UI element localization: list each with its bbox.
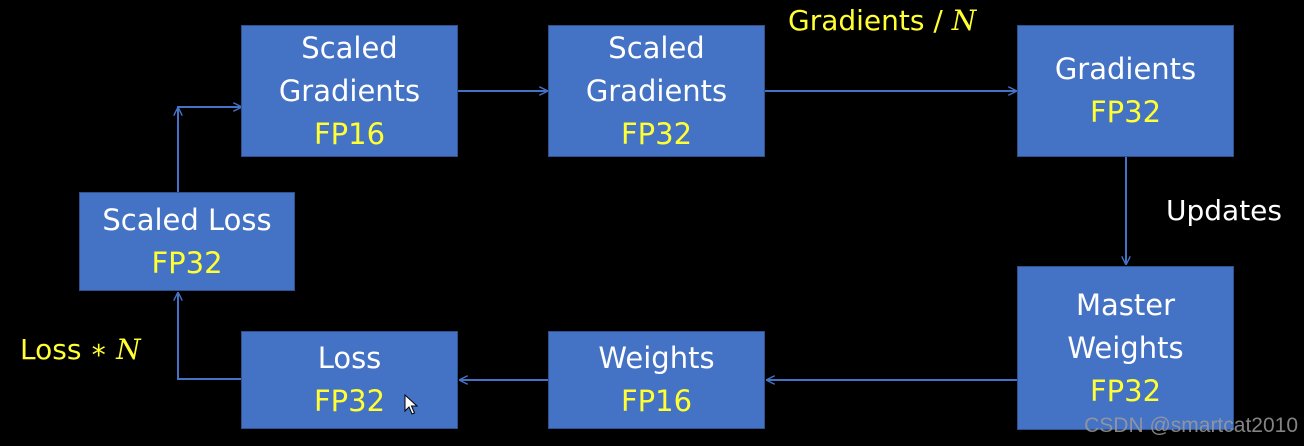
weights-fp16-box: Weights FP16 [548,331,765,429]
updates-label: Updates [1166,194,1282,227]
node-precision: FP32 [620,116,693,151]
node-precision: FP32 [313,384,386,418]
arrow-scaled-loss-to-scaled-gradients [177,107,241,192]
mouse-pointer-icon [404,394,418,415]
node-title-line: Scaled [608,30,705,65]
node-title-line: Gradients [585,73,728,108]
gradients-divide-label: Gradients / N [788,4,976,37]
edge-label-text: Loss [20,333,91,366]
arrow-loss-to-scaled-loss [178,293,241,380]
edge-label-symbol: N [116,333,141,366]
edge-label-text: Gradients / [788,4,952,37]
node-title-line: Loss [317,341,382,375]
watermark: CSDN @smartcat2010 [1084,414,1298,437]
node-title-line: Gradients [278,73,421,108]
node-title-line: Gradients [1054,52,1197,86]
scaled-loss-box: Scaled Loss FP32 [79,192,295,291]
master-weights-box: Master Weights FP32 [1017,266,1234,430]
node-title-line: Weights [598,341,715,375]
scaled-gradients-fp32-box: Scaled Gradients FP32 [548,25,765,157]
gradients-fp32-box: Gradients FP32 [1017,25,1234,157]
edge-label-operator: ∗ [90,333,108,366]
node-title-line: Weights [1067,330,1184,365]
node-title-line: Scaled [301,30,398,65]
loss-fp32-box: Loss FP32 [241,331,458,429]
node-precision: FP32 [1089,95,1162,129]
node-precision: FP32 [151,245,223,280]
edge-label-symbol: N [951,4,977,37]
scaled-gradients-fp16-box: Scaled Gradients FP16 [241,25,458,157]
node-precision: FP16 [620,384,693,418]
node-precision: FP32 [1089,373,1162,408]
loss-multiply-label: Loss ∗ N [20,333,141,366]
node-title-line: Scaled Loss [102,202,272,237]
node-title-line: Master [1075,287,1176,322]
node-precision: FP16 [313,116,386,151]
